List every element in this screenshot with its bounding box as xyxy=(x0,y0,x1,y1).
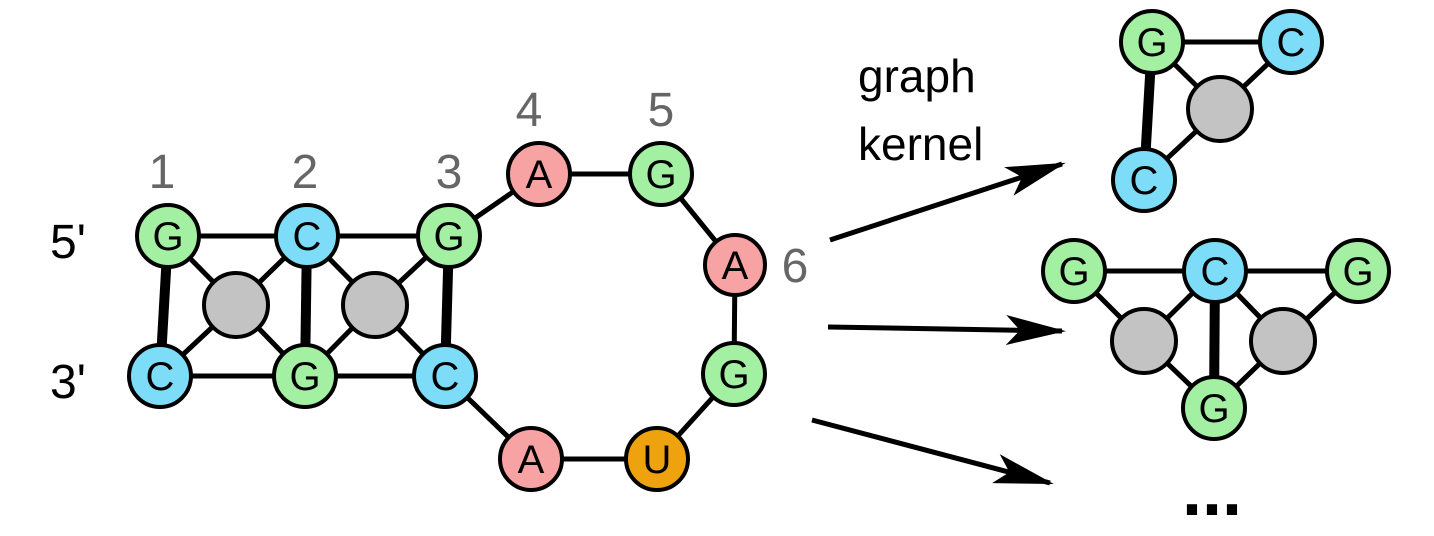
nucleotide-node: U xyxy=(624,426,690,492)
svg-text:G: G xyxy=(1058,250,1089,294)
arrow-to-subgraph-1 xyxy=(829,161,1066,243)
svg-text:A: A xyxy=(526,153,553,197)
nucleotide-node: G xyxy=(416,203,482,269)
svg-text:C: C xyxy=(1130,159,1159,203)
nucleotide-node: C xyxy=(127,343,193,409)
position-label: 1 xyxy=(149,146,176,199)
subgraph-1: G C C xyxy=(1111,9,1324,213)
nucleotide-node: G xyxy=(628,141,694,207)
arrow-to-more xyxy=(811,417,1054,486)
nucleotide-node: G xyxy=(1041,238,1107,304)
nucleotide-node: A xyxy=(703,233,767,297)
svg-text:C: C xyxy=(431,355,460,399)
svg-text:C: C xyxy=(1277,21,1306,65)
position-label: 6 xyxy=(782,240,809,293)
nucleotide-node: A xyxy=(506,141,572,207)
nucleotide-node: C xyxy=(1182,238,1248,304)
svg-text:G: G xyxy=(645,153,676,197)
svg-text:C: C xyxy=(146,355,175,399)
svg-text:C: C xyxy=(293,215,322,259)
svg-text:A: A xyxy=(722,244,749,288)
ellipsis-text: ... xyxy=(1182,451,1242,531)
position-label: 2 xyxy=(292,146,319,199)
pair-node xyxy=(1249,307,1317,375)
arrow-to-subgraph-2 xyxy=(827,315,1066,346)
pair-node xyxy=(202,271,270,339)
nucleotide-node: C xyxy=(1111,147,1177,213)
svg-text:A: A xyxy=(518,438,545,482)
nucleotide-node: A xyxy=(498,426,564,492)
three-prime-label: 3' xyxy=(50,356,86,409)
nucleotide-node: G xyxy=(135,203,201,269)
nucleotide-node: G xyxy=(272,343,338,409)
pair-node xyxy=(341,271,409,339)
svg-text:G: G xyxy=(433,215,464,259)
svg-text:U: U xyxy=(643,438,672,482)
subgraph-2: G C G G xyxy=(1041,238,1391,441)
kernel-label-line2: kernel xyxy=(858,118,983,170)
svg-text:G: G xyxy=(1342,250,1373,294)
nucleotide-node: C xyxy=(1258,9,1324,75)
nucleotide-node: G xyxy=(701,341,767,407)
position-label: 3 xyxy=(436,146,463,199)
five-prime-label: 5' xyxy=(50,216,86,269)
nucleotide-node: G xyxy=(1181,375,1247,441)
svg-text:G: G xyxy=(289,355,320,399)
nucleotide-node: G xyxy=(1119,9,1185,75)
svg-text:C: C xyxy=(1201,250,1230,294)
nucleotide-node: C xyxy=(412,343,478,409)
nucleotide-node: G xyxy=(1325,238,1391,304)
svg-text:G: G xyxy=(718,353,749,397)
svg-text:G: G xyxy=(152,215,183,259)
pair-node xyxy=(1110,307,1178,375)
kernel-label-line1: graph xyxy=(858,50,976,102)
svg-text:G: G xyxy=(1136,21,1167,65)
nucleotide-node: C xyxy=(274,203,340,269)
svg-text:G: G xyxy=(1198,387,1229,431)
position-label: 4 xyxy=(516,84,543,137)
pair-node xyxy=(1186,75,1254,143)
position-label: 5 xyxy=(648,84,675,137)
main-structure: G C G C G C A xyxy=(50,84,809,492)
